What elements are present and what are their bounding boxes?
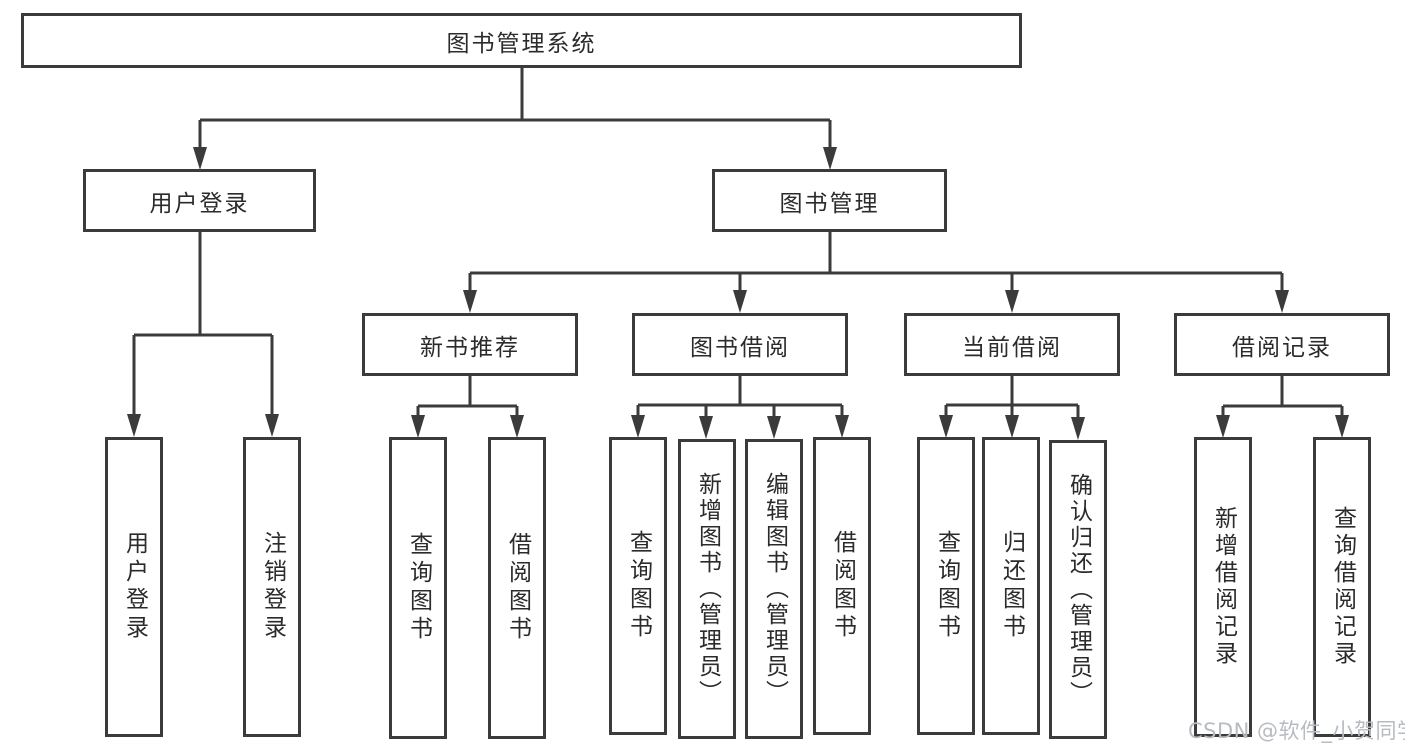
node-library-management-system: 图书管理系统	[21, 13, 1022, 68]
leaf-query-books-current: 查询图书	[917, 437, 975, 735]
node-book-management: 图书管理	[712, 169, 947, 232]
leaf-query-books-recommend: 查询图书	[389, 437, 447, 739]
node-label: 查询图书	[625, 530, 652, 642]
leaf-borrow-books-recommend: 借阅图书	[488, 437, 546, 739]
node-label: 新增图书（管理员）	[694, 472, 721, 706]
leaf-logout: 注销登录	[243, 437, 301, 737]
node-label: 注销登录	[259, 531, 286, 643]
node-label: 新书推荐	[420, 334, 520, 361]
node-label: 查询借阅记录	[1329, 506, 1356, 668]
csdn-watermark: CSDN @软件_小贺同学	[1188, 719, 1405, 743]
leaf-add-borrow-record: 新增借阅记录	[1194, 437, 1252, 737]
node-label: 查询图书	[933, 530, 960, 642]
node-book-borrow: 图书借阅	[632, 313, 848, 376]
node-current-borrow: 当前借阅	[904, 313, 1120, 376]
leaf-query-books-borrow: 查询图书	[609, 437, 667, 735]
node-label: 图书管理系统	[446, 30, 597, 57]
node-label: 图书管理	[779, 190, 880, 217]
leaf-edit-books-admin: 编辑图书（管理员）	[745, 439, 803, 739]
leaf-confirm-return-admin: 确认归还（管理员）	[1049, 440, 1107, 739]
node-label: 当前借阅	[962, 334, 1062, 361]
node-label: 借阅图书	[504, 532, 531, 644]
node-label: 归还图书	[998, 530, 1025, 642]
node-borrow-records: 借阅记录	[1174, 313, 1390, 376]
node-label: 新增借阅记录	[1210, 506, 1237, 668]
leaf-add-books-admin: 新增图书（管理员）	[678, 439, 736, 739]
node-label: 确认归还（管理员）	[1065, 472, 1092, 707]
leaf-query-borrow-record: 查询借阅记录	[1313, 437, 1371, 737]
node-label: 编辑图书（管理员）	[761, 472, 788, 706]
node-label: 图书借阅	[690, 334, 790, 361]
node-label: 借阅记录	[1232, 334, 1332, 361]
node-label: 用户登录	[149, 190, 250, 217]
leaf-user-login: 用户登录	[105, 437, 163, 737]
node-label: 借阅图书	[829, 530, 856, 642]
node-new-book-recommend: 新书推荐	[362, 313, 578, 376]
node-label: 查询图书	[405, 532, 432, 644]
node-label: 用户登录	[121, 531, 148, 643]
node-user-login: 用户登录	[83, 169, 316, 232]
leaf-borrow-books: 借阅图书	[813, 437, 871, 735]
leaf-return-books: 归还图书	[982, 437, 1040, 735]
